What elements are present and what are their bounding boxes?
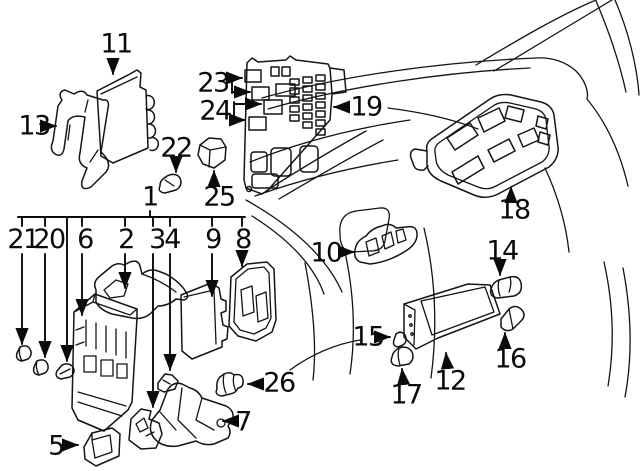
callout-label-8: 8 [235, 224, 252, 255]
cluster-bezel-18-drawing [409, 93, 559, 198]
callout-label-23: 23 [197, 67, 230, 99]
bulb-socket-26-drawing [215, 371, 244, 397]
callout-label-14: 14 [486, 235, 519, 267]
relay-25-drawing [197, 137, 227, 169]
clip-14-drawing [489, 275, 523, 299]
callout-label-6: 6 [77, 224, 94, 255]
fuse-box-19-drawing [243, 55, 347, 195]
car-dashboard-outline-art [245, 0, 640, 398]
grommet-20-drawing [32, 359, 49, 376]
callout-label-20: 20 [33, 224, 66, 255]
callout-label-5: 5 [48, 430, 65, 462]
callout-label-16: 16 [494, 343, 527, 375]
callout-label-1: 1 [142, 181, 159, 213]
bracket-13-drawing [50, 89, 110, 190]
callout-label-26: 26 [263, 367, 296, 399]
callout-label-12: 12 [434, 365, 467, 397]
callout-label-7: 7 [235, 406, 252, 438]
callout-label-11: 11 [100, 28, 133, 60]
callout-label-25: 25 [203, 181, 236, 213]
cover-5-drawing [83, 427, 121, 467]
callout-label-15: 15 [352, 321, 385, 353]
callout-label-13: 13 [18, 110, 51, 142]
ecu-9-drawing [180, 282, 229, 360]
flat-clip-drawing [55, 363, 75, 380]
callout-leaders [15, 57, 518, 452]
bracket-2-drawing [93, 260, 189, 320]
clip-4-drawing [157, 373, 179, 393]
callout-label-2: 2 [118, 224, 135, 255]
callout-label-10: 10 [310, 237, 343, 269]
clip-15-drawing [392, 331, 407, 348]
callout-label-19: 19 [350, 91, 383, 123]
cover-8-drawing [228, 261, 277, 342]
clip-16-drawing [500, 305, 525, 332]
callout-label-4: 4 [164, 224, 181, 255]
callout-label-21: 21 [7, 224, 40, 255]
callout-label-9: 9 [205, 224, 222, 255]
callout-label-3: 3 [149, 224, 166, 255]
clip-17-drawing [390, 346, 414, 367]
callout-label-17: 17 [390, 379, 423, 411]
grommet-21-drawing [15, 345, 32, 362]
callout-label-22: 22 [160, 132, 193, 164]
clip-22-drawing [158, 173, 182, 194]
display-unit-12-drawing [403, 283, 501, 350]
callout-label-24: 24 [199, 95, 232, 127]
vent-grille-10-drawing [353, 223, 418, 265]
callout-label-18: 18 [498, 194, 531, 226]
bracket-7-drawing [149, 382, 234, 448]
clip-3-drawing [128, 408, 163, 450]
